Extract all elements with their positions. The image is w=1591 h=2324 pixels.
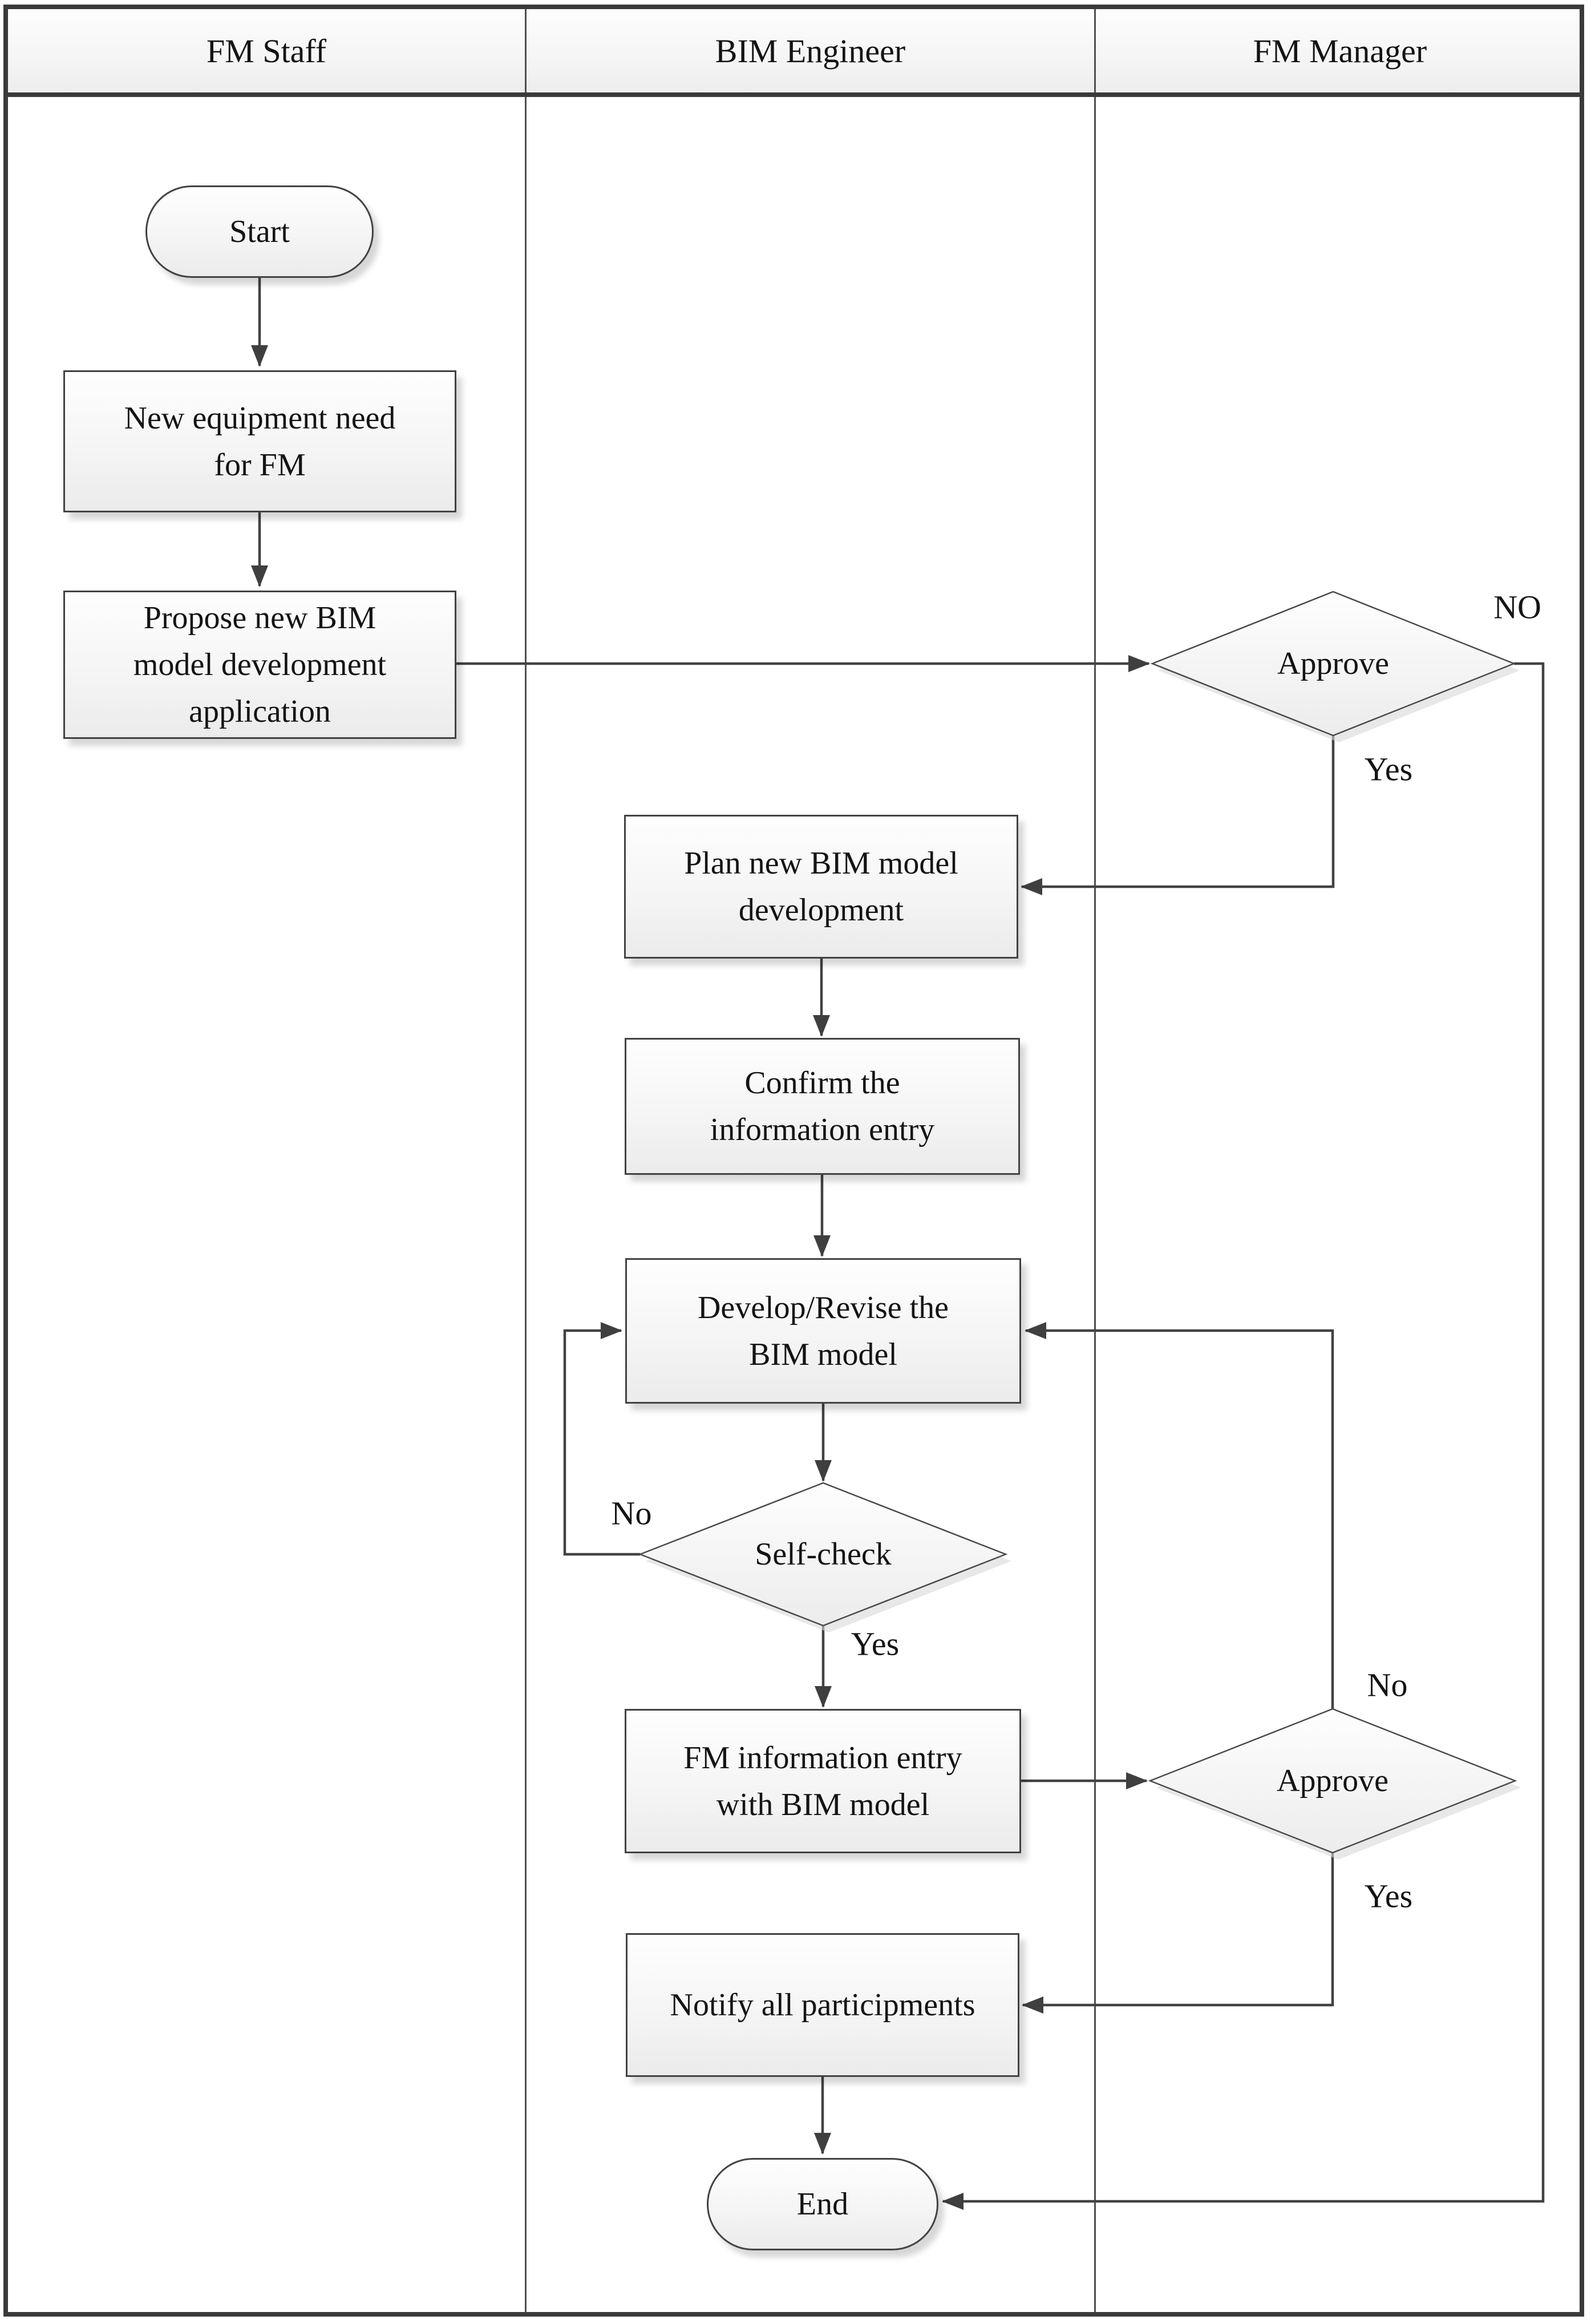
node-end-label: End (796, 2186, 849, 2222)
edge-approve2-yes-to-notify (1022, 1853, 1334, 2014)
header-separator-line (3, 92, 1584, 97)
decision-approve-1-shape (1150, 591, 1516, 737)
edge-approve2-no-to-develop (1025, 1322, 1334, 1709)
decision-self-check-label: Self-check (755, 1537, 892, 1572)
node-notify-participants-label: Notify all participments (670, 1987, 975, 2023)
decision-approve-2-shape (1148, 1708, 1517, 1854)
node-develop-revise-model: Develop/Revise the BIM model (625, 1258, 1021, 1404)
lane-header-label: FM Staff (206, 32, 327, 70)
edge-selfcheck-no-to-develop (563, 1322, 640, 1556)
lane-header-label: BIM Engineer (715, 32, 906, 70)
lane-divider-1 (525, 8, 527, 2313)
edge-approve1-no-to-end (942, 662, 1545, 2210)
node-plan-development-label: Plan new BIM model development (684, 846, 958, 928)
branch-label-approve1-yes: Yes (1364, 750, 1413, 788)
node-fm-information-entry-label: FM information entry with BIM model (683, 1740, 962, 1822)
outer-border (3, 5, 1584, 2317)
node-fm-information-entry: FM information entry with BIM model (625, 1709, 1021, 1853)
node-confirm-information-entry: Confirm the information entry (625, 1038, 1020, 1175)
node-start-label: Start (229, 214, 290, 249)
lane-header-fm-manager: FM Manager (1096, 9, 1584, 92)
edge-approve1-yes-to-plan (1021, 735, 1335, 895)
node-start: Start (145, 185, 374, 278)
branch-label-selfcheck-yes: Yes (851, 1625, 900, 1663)
lane-header-bim-engineer: BIM Engineer (527, 9, 1094, 92)
node-propose-application-label: Propose new BIM model development applic… (133, 600, 387, 729)
branch-label-approve1-no: NO (1493, 588, 1541, 626)
node-new-equipment-need-label: New equipment need for FM (124, 400, 396, 483)
decision-approve-2-label: Approve (1277, 1763, 1388, 1798)
node-plan-development: Plan new BIM model development (624, 815, 1018, 959)
branch-label-approve2-no: No (1367, 1666, 1408, 1704)
node-notify-participants: Notify all participments (626, 1933, 1019, 2077)
node-confirm-information-entry-label: Confirm the information entry (710, 1065, 935, 1147)
branch-label-approve2-yes: Yes (1364, 1877, 1413, 1915)
node-new-equipment-need: New equipment need for FM (63, 370, 456, 512)
node-propose-application: Propose new BIM model development applic… (63, 591, 456, 739)
lane-header-label: FM Manager (1253, 32, 1427, 70)
branch-label-selfcheck-no: No (611, 1494, 652, 1532)
lane-divider-2 (1094, 8, 1096, 2313)
node-end: End (707, 2158, 938, 2250)
decision-self-check-shape (638, 1482, 1008, 1627)
node-develop-revise-model-label: Develop/Revise the BIM model (697, 1290, 949, 1372)
decision-approve-1-label: Approve (1277, 646, 1389, 681)
lane-header-fm-staff: FM Staff (8, 9, 525, 92)
